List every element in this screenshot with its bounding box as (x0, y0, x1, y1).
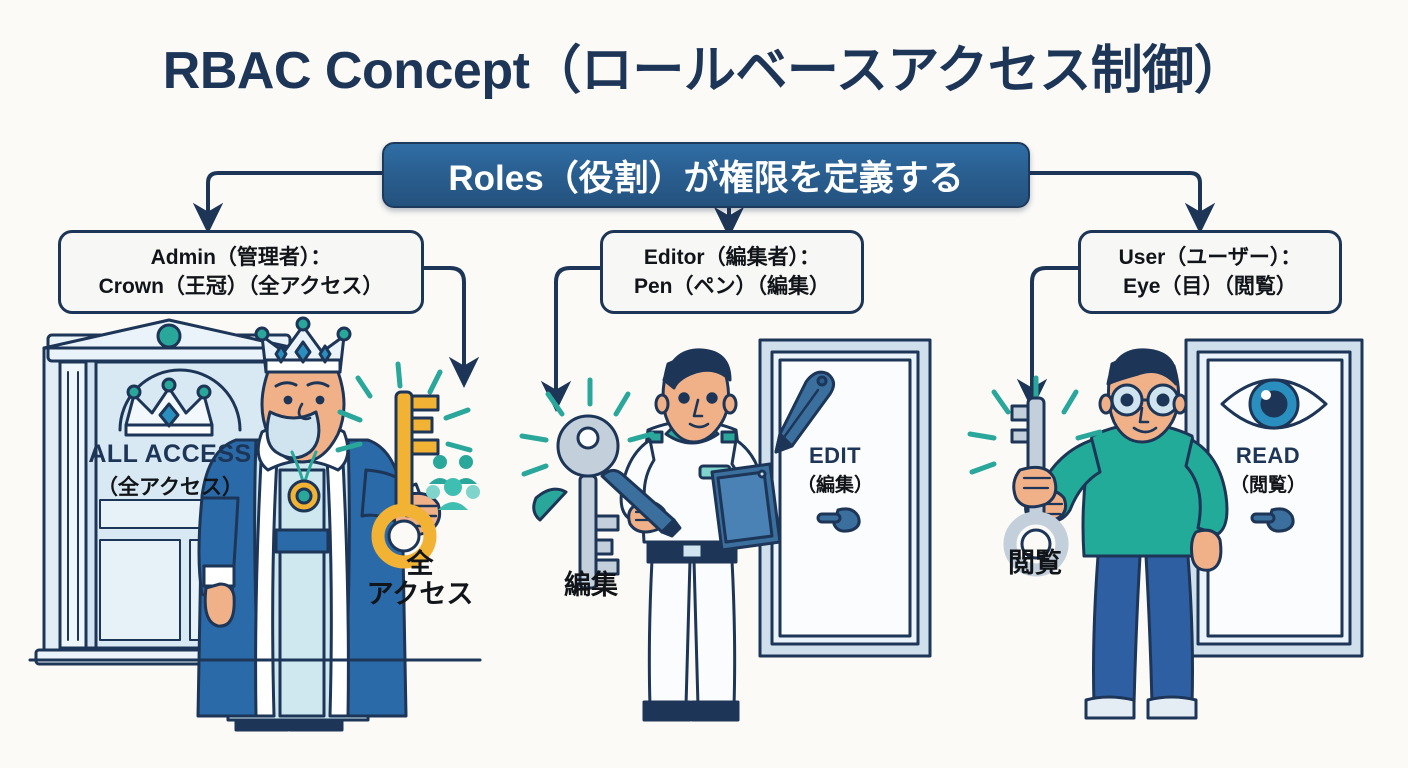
user-door-en: READ (1235, 443, 1301, 468)
crown-icon (124, 377, 214, 437)
connector-user-to-key (1016, 266, 1080, 411)
role-box-user-line2: Eye（目）（閲覧） (1123, 274, 1297, 298)
admin-key-label: 全 アクセス (340, 549, 500, 609)
editor-door-jp: （編集） (796, 475, 873, 496)
role-box-editor-line2: Pen（ペン）（編集） (633, 274, 830, 298)
user-key-label: 閲覧 (1008, 548, 1062, 578)
eye-icon (1220, 378, 1328, 430)
role-box-editor-line1: Editor（編集者）： (643, 246, 821, 270)
page-title: RBAC Concept（ロールベースアクセス制御） (162, 42, 1246, 100)
user-door-sign: READ （閲覧） (1208, 443, 1328, 497)
admin-door-jp: （全アクセス） (97, 476, 243, 499)
admin-gold-key (335, 361, 473, 569)
role-box-admin[interactable]: Admin（管理者）： Crown（王冠）（全アクセス） (58, 230, 424, 314)
pen-icon (774, 370, 835, 454)
people-group-icon (426, 455, 480, 510)
roles-banner: Roles（役割）が権限を定義する (382, 142, 1030, 208)
user-silver-key (967, 375, 1103, 577)
role-box-editor[interactable]: Editor（編集者）： Pen（ペン）（編集） (600, 230, 864, 314)
editor-door-en: EDIT (808, 443, 862, 468)
user-door-jp: （閲覧） (1229, 475, 1306, 496)
connector-editor-to-key (540, 266, 602, 413)
user-figure (1024, 348, 1229, 720)
editor-key-label: 編集 (564, 570, 618, 600)
role-box-admin-line2: Crown（王冠）（全アクセス） (98, 274, 384, 298)
admin-key-label-line2: アクセス (366, 579, 474, 610)
connector-banner-to-user (1024, 171, 1216, 235)
editor-door-sign: EDIT （編集） (775, 443, 895, 497)
admin-key-label-line1: 全 (406, 549, 434, 579)
role-box-user-line1: User（ユーザー）： (1118, 246, 1302, 270)
role-box-user[interactable]: User（ユーザー）： Eye（目）（閲覧） (1078, 230, 1342, 314)
admin-door-sign: ALL ACCESS （全アクセス） (55, 440, 285, 501)
editor-silver-key (519, 377, 655, 590)
admin-door-en: ALL ACCESS (88, 440, 252, 468)
connector-admin-to-key (416, 266, 480, 389)
role-box-admin-line1: Admin（管理者）： (150, 246, 332, 270)
connector-banner-to-admin (192, 171, 384, 235)
editor-figure (600, 348, 782, 722)
